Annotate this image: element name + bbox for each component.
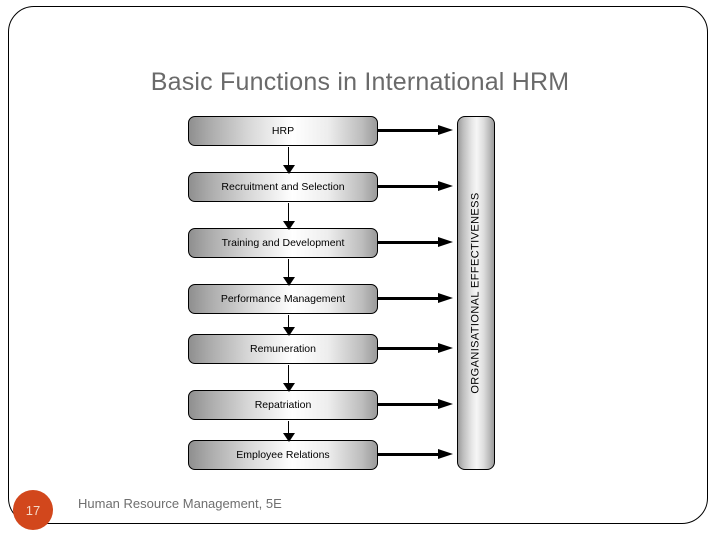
process-box-remuneration[interactable]: Remuneration	[188, 334, 378, 364]
process-box-label: Remuneration	[250, 343, 316, 355]
process-box-repatriation[interactable]: Repatriation	[188, 390, 378, 420]
down-arrow-icon	[282, 421, 295, 442]
process-box-label: Performance Management	[220, 293, 346, 305]
right-arrow-icon	[378, 237, 457, 248]
process-box-label: Recruitment and Selection	[221, 181, 345, 193]
footer-source-text: Human Resource Management, 5E	[78, 496, 282, 511]
right-arrow-icon	[378, 293, 457, 304]
right-arrow-icon	[378, 399, 457, 410]
process-box-recruitment-and-selection[interactable]: Recruitment and Selection	[188, 172, 378, 202]
down-arrow-icon	[282, 203, 295, 230]
process-box-label: Employee Relations	[236, 449, 330, 461]
down-arrow-icon	[282, 147, 295, 174]
page-number: 17	[25, 502, 41, 518]
process-box-employee-relations[interactable]: Employee Relations	[188, 440, 378, 470]
outcome-bar-label: ORGANISATIONAL EFFECTIVENESS	[470, 192, 483, 394]
process-box-hrp[interactable]: HRP	[188, 116, 378, 146]
page-title: Basic Functions in International HRM	[150, 68, 570, 96]
right-arrow-icon	[378, 449, 457, 460]
process-box-label: HRP	[271, 125, 295, 137]
right-arrow-icon	[378, 125, 457, 136]
down-arrow-icon	[282, 365, 295, 392]
page-number-badge: 17	[13, 490, 53, 530]
right-arrow-icon	[378, 343, 457, 354]
outcome-bar-organisational-effectiveness[interactable]: ORGANISATIONAL EFFECTIVENESS	[457, 116, 495, 470]
down-arrow-icon	[282, 315, 295, 336]
process-box-label: Training and Development	[221, 237, 345, 249]
process-box-training-and-development[interactable]: Training and Development	[188, 228, 378, 258]
process-box-label: Repatriation	[254, 399, 312, 411]
process-box-performance-management[interactable]: Performance Management	[188, 284, 378, 314]
down-arrow-icon	[282, 259, 295, 286]
right-arrow-icon	[378, 181, 457, 192]
